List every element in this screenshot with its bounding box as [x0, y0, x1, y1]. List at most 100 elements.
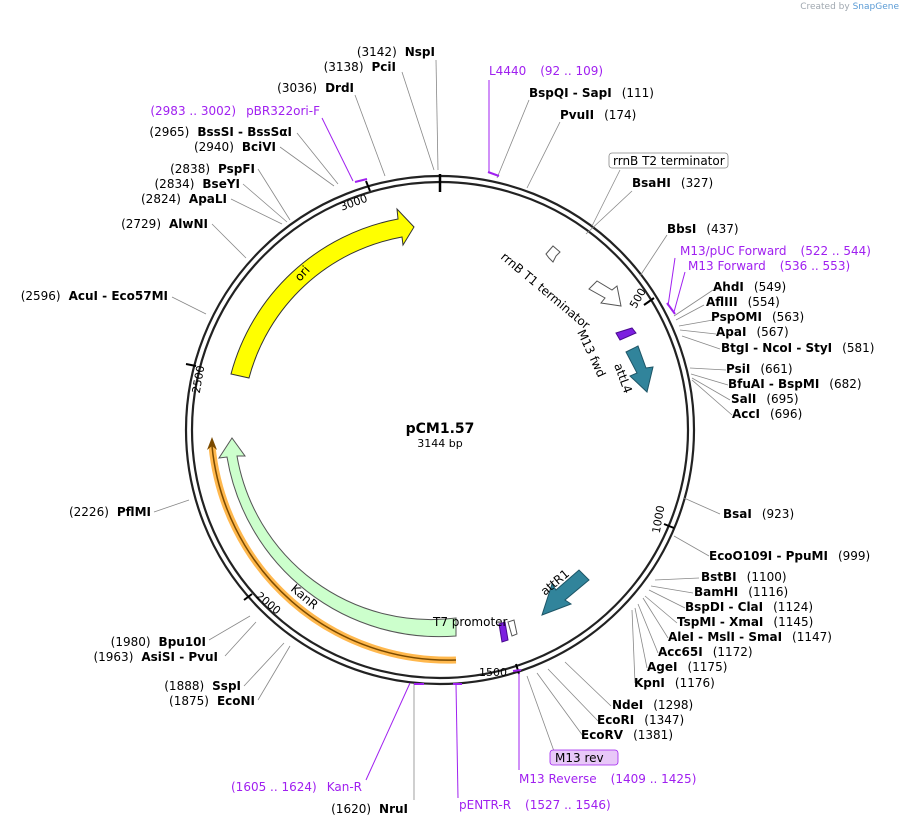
- enzyme-drdi-name: DrdI: [325, 81, 354, 95]
- plasmid-length: 3144 bp: [417, 437, 462, 450]
- enzyme-apai-pos: (567): [756, 325, 788, 339]
- leader-bspqi: [496, 99, 530, 179]
- enzyme-acc65i-name: Acc65I: [658, 645, 703, 659]
- enzyme-ndei-pos: (1298): [653, 698, 693, 712]
- enzyme-sali-name: SalI: [731, 392, 756, 406]
- leader-bamhi: [650, 585, 694, 594]
- enzyme-btgi: BtgI - NcoI - StyI(581): [721, 341, 874, 355]
- enzyme-bsssi: (2965)BssSI - BssSαI: [149, 125, 292, 139]
- enzyme-bfuai-pos: (682): [829, 377, 861, 391]
- enzyme-pflmi-pos: (2226): [69, 505, 109, 519]
- enzyme-bcivi-pos: (2940): [194, 140, 234, 154]
- rrnb-t2-feature: [545, 245, 561, 263]
- primer-m13fwd-range: (536 .. 553): [780, 259, 850, 273]
- leader-econi: [257, 645, 291, 701]
- leader-nspi: [435, 59, 439, 171]
- primer-pbr322: (2983 .. 3002)pBR322ori-F: [150, 104, 320, 118]
- enzyme-nrui-name: NruI: [379, 802, 408, 816]
- leader-m13rev-box: [526, 675, 556, 755]
- leader-alwni: [211, 223, 247, 259]
- enzyme-pspomi-name: PspOMI: [711, 310, 762, 324]
- primer-m13puc-range: (522 .. 544): [801, 244, 871, 258]
- primer-line-m13puc: [667, 257, 676, 307]
- enzyme-apali-pos: (2824): [141, 192, 181, 206]
- leader-tspmi: [644, 595, 678, 624]
- enzyme-bstbi: BstBI (1100): [701, 570, 787, 584]
- enzyme-alwni: (2729)AlwNI: [121, 217, 208, 231]
- enzyme-bbsi-pos: (437): [706, 222, 738, 236]
- enzyme-bstbi-pos: (1100): [747, 570, 787, 584]
- enzyme-pflmi-name: PflMI: [117, 505, 151, 519]
- primer-m13rev: M13 Reverse(1409 .. 1425): [519, 772, 696, 786]
- credit-prefix: Created by: [800, 2, 850, 12]
- m13-rev-arrow: [498, 621, 509, 643]
- enzyme-bseyi: (2834)BseYI: [155, 177, 241, 191]
- leader-apai: [679, 329, 717, 335]
- leader-bcivi: [279, 146, 335, 187]
- enzyme-asisi-name: AsiSI - PvuI: [141, 650, 218, 664]
- leader-afliii: [675, 304, 705, 321]
- enzyme-bamhi: BamHI(1116): [694, 585, 788, 599]
- enzyme-psii: PsiI (661): [726, 362, 793, 376]
- leader-bbsi: [639, 234, 668, 277]
- leader-ahdi: [673, 289, 714, 317]
- leader-lines: [153, 59, 733, 800]
- enzyme-afliii: AflIII(554): [706, 295, 780, 309]
- primer-line-pbr322: [321, 117, 354, 182]
- attl4-label: attL4: [611, 361, 635, 395]
- enzyme-eco0109i-name: EcoO109I - PpuMI: [709, 549, 828, 563]
- enzyme-sspi: (1888)SspI: [164, 679, 241, 693]
- enzyme-ahdi-pos: (549): [754, 280, 786, 294]
- primer-line-kanr: [365, 682, 411, 781]
- tick-mark-2500: [185, 363, 197, 367]
- leader-asisi: [224, 621, 257, 657]
- primer-kanr-name: Kan-R: [327, 780, 362, 794]
- enzyme-sali: SalI (695): [731, 392, 799, 406]
- leader-ndei: [564, 661, 612, 707]
- enzyme-tspmi-name: TspMI - XmaI: [677, 615, 763, 629]
- leader-apali: [230, 198, 283, 225]
- enzyme-acui-pos: (2596): [21, 289, 61, 303]
- enzyme-econi-pos: (1875): [169, 694, 209, 708]
- leader-agei: [634, 607, 648, 669]
- m13-rev-box: [549, 749, 619, 766]
- rrnb-t1-feature: [588, 280, 622, 307]
- rrnb-t2-box: [608, 152, 729, 169]
- m13-rev-box-label: M13 rev: [555, 751, 604, 765]
- enzyme-agei: AgeI(1175): [647, 660, 727, 674]
- m13-fwd-label: M13 fwd: [574, 327, 608, 379]
- enzyme-acc65i-pos: (1172): [713, 645, 753, 659]
- leader-alei: [642, 597, 669, 639]
- enzyme-asisi: (1963)AsiSI - PvuI: [93, 650, 218, 664]
- leader-acc65i: [637, 603, 659, 654]
- enzyme-pcii: (3138)PciI: [324, 60, 396, 74]
- credit-brand: SnapGene: [852, 2, 899, 12]
- enzyme-bspqi: BspQI - SapI(111): [529, 86, 654, 100]
- primer-m13fwd-name: M13 Forward: [688, 259, 766, 273]
- enzyme-psii-pos: (661): [760, 362, 792, 376]
- enzyme-ecorv-pos: (1381): [633, 728, 673, 742]
- leader-kpni: [631, 609, 636, 684]
- primer-m13fwd: M13 Forward (536 .. 553): [688, 259, 850, 273]
- enzyme-kpni-pos: (1176): [675, 676, 715, 690]
- primer-mark-pbr322: [354, 178, 368, 183]
- primer-line-m13fwd: [673, 271, 686, 313]
- leader-pspomi: [678, 319, 714, 327]
- enzyme-pvuii: PvuII(174): [560, 108, 636, 122]
- enzyme-sali-pos: (695): [766, 392, 798, 406]
- enzyme-apai: ApaI(567): [716, 325, 789, 339]
- enzyme-nspi-pos: (3142): [357, 45, 397, 59]
- enzyme-bbsi-name: BbsI: [667, 222, 696, 236]
- t7-promoter-feature: [507, 619, 518, 637]
- enzyme-afliii-pos: (554): [748, 295, 780, 309]
- enzyme-btgi-pos: (581): [842, 341, 874, 355]
- enzyme-acci: AccI(696): [732, 407, 802, 421]
- enzyme-ndei: NdeI(1298): [612, 698, 693, 712]
- enzyme-bsai: BsaI(923): [723, 507, 794, 521]
- primer-mark-m13rev: [512, 669, 522, 672]
- leader-bspdi: [648, 589, 686, 609]
- enzyme-bstbi-name: BstBI: [701, 570, 737, 584]
- enzyme-psii-name: PsiI: [726, 362, 750, 376]
- leader-bsssi: [296, 132, 339, 185]
- primer-pbr322-range: (2983 .. 3002): [150, 104, 236, 118]
